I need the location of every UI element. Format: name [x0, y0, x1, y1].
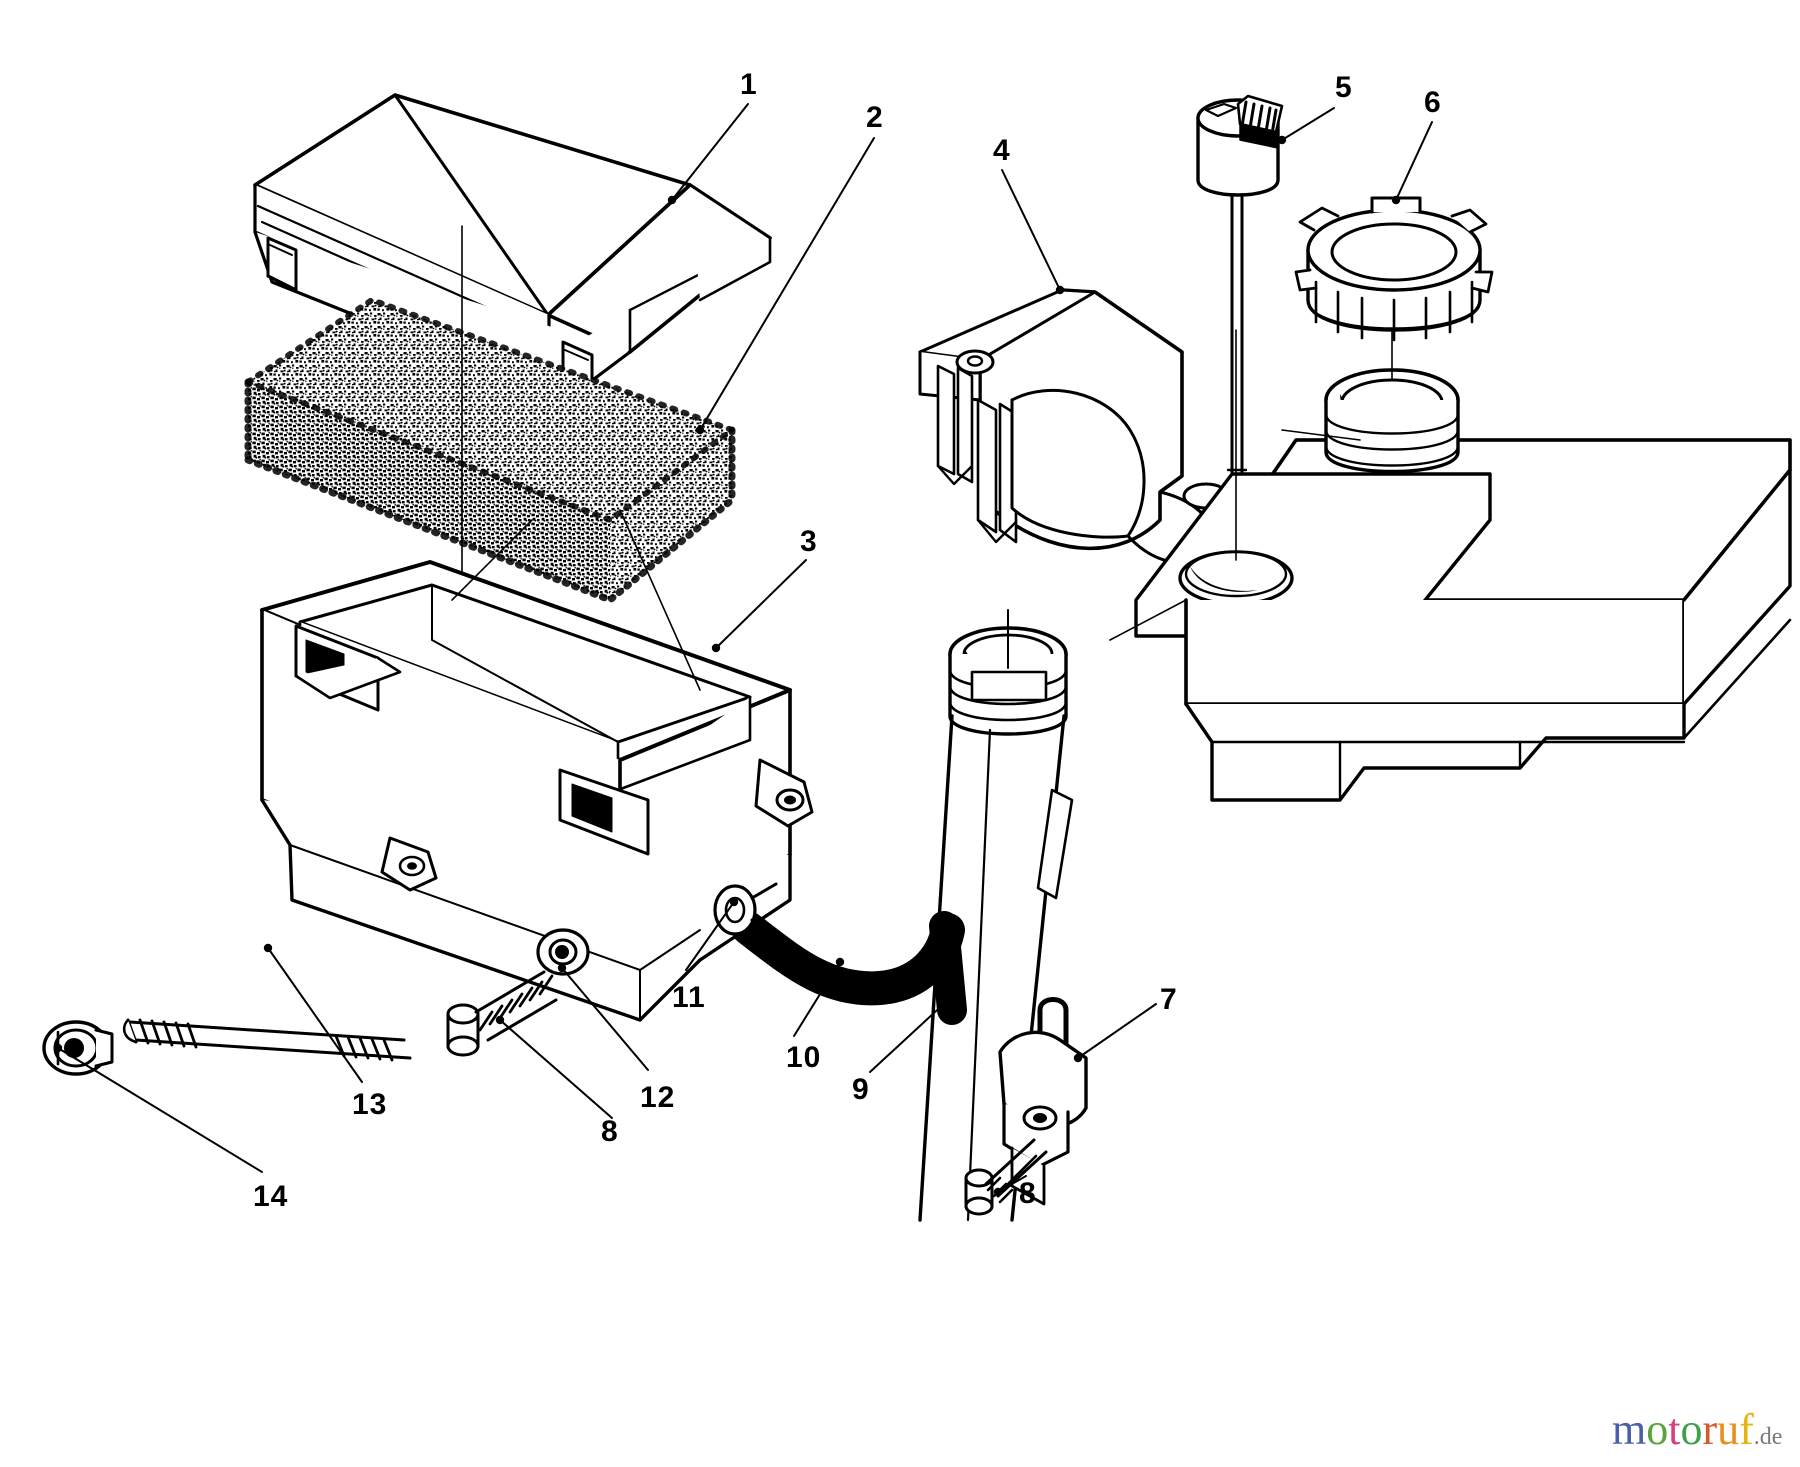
watermark-letter-o1: o — [1646, 1405, 1669, 1454]
part-breather-hose — [731, 911, 967, 1025]
part-oil-dipstick — [1196, 94, 1284, 562]
part-fuel-tank-cap — [1294, 196, 1494, 342]
callout-9: 9 — [852, 1073, 870, 1106]
callout-7: 7 — [1160, 983, 1178, 1016]
callout-12: 12 — [640, 1081, 676, 1114]
callout-3: 3 — [800, 525, 818, 558]
callout-10: 10 — [786, 1041, 822, 1074]
part-air-cleaner-body — [260, 560, 814, 1022]
watermark-letter-o2: o — [1680, 1405, 1703, 1454]
part-grommet — [713, 882, 778, 936]
callout-4: 4 — [993, 134, 1011, 167]
callout-14: 14 — [253, 1180, 289, 1213]
part-flange-nut — [42, 1020, 114, 1076]
callout-1: 1 — [740, 68, 758, 101]
watermark-letter-m: m — [1612, 1405, 1647, 1454]
leader-lines — [53, 103, 1433, 1197]
part-air-filter-element — [244, 297, 736, 604]
watermark-letter-r: r — [1702, 1405, 1718, 1454]
watermark-letter-f: f — [1739, 1405, 1754, 1454]
callout-13: 13 — [352, 1088, 388, 1121]
watermark-tld: .de — [1753, 1424, 1783, 1450]
part-hex-flange-bolt-left — [446, 970, 558, 1057]
part-oil-tube-bracket — [998, 997, 1088, 1206]
part-stud-bolt-long — [122, 1018, 412, 1062]
part-fuel-tank — [1134, 368, 1792, 802]
part-flat-washer — [536, 928, 590, 976]
callout-8-lower: 8 — [1019, 1177, 1037, 1210]
callout-6: 6 — [1424, 86, 1442, 119]
part-hex-flange-bolt-bracket — [964, 1138, 1048, 1216]
part-oil-fill-tube — [918, 626, 1074, 1222]
callout-8-left: 8 — [601, 1115, 619, 1148]
motoruf-watermark: motoruf.de — [1612, 1408, 1782, 1452]
watermark-letter-u: u — [1717, 1405, 1740, 1454]
callout-11: 11 — [672, 981, 706, 1014]
watermark-letter-t: t — [1668, 1405, 1681, 1454]
part-air-cleaner-cover — [253, 93, 772, 402]
callout-2: 2 — [866, 101, 884, 134]
part-fuel-tank-bracket — [918, 288, 1230, 565]
callout-5: 5 — [1335, 71, 1353, 104]
